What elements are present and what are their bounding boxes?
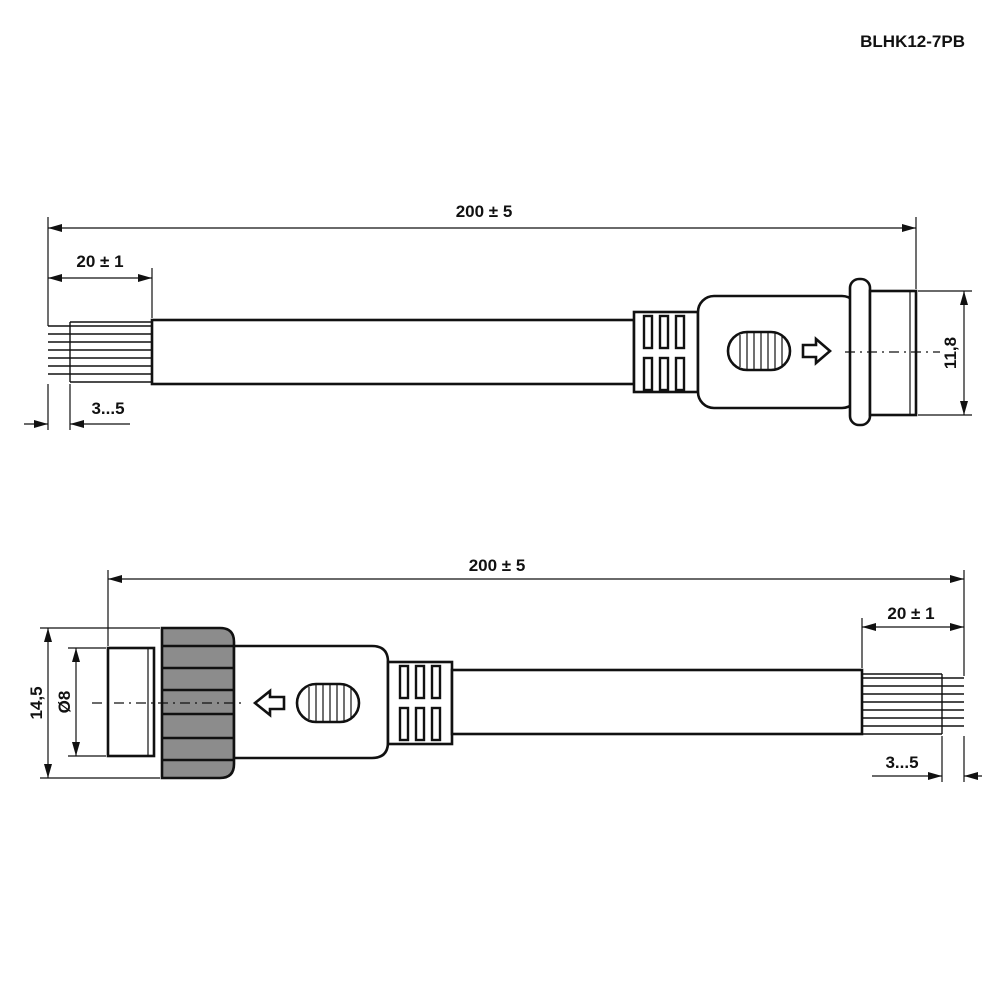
top-wire-ends [48,321,152,383]
bottom-socket-diameter-label: Ø8 [55,691,74,714]
bottom-cable-jacket [450,668,864,736]
top-thread-height-label: 11,8 [941,337,960,369]
top-threaded-end [868,289,918,417]
bottom-wire-end-label: 3...5 [885,753,918,772]
top-view-male-connector [48,277,940,427]
bottom-total-length-label: 200 ± 5 [469,556,526,575]
bottom-wire-ends [862,673,964,735]
bottom-nut-height-label: 14,5 [27,686,46,719]
top-wire-end-label: 3...5 [91,399,124,418]
bottom-grip-pad [295,682,361,724]
top-cable-jacket [150,318,636,386]
part-number: BLHK12-7PB [860,32,965,51]
top-grip-pad [726,330,792,372]
top-strain-relief-ribs [642,314,686,392]
bottom-coupling-nut [160,626,236,780]
bottom-nut-knurl-lines [162,644,234,762]
bottom-dimensions: 200 ± 5 20 ± 1 3...5 14,5 Ø8 [27,556,982,782]
top-total-length-label: 200 ± 5 [456,202,513,221]
top-strip-length-label: 20 ± 1 [76,252,123,271]
bottom-strain-relief-ribs [398,664,442,742]
bottom-strip-length-label: 20 ± 1 [887,604,934,623]
bottom-socket-sleeve [106,646,156,758]
top-dimensions: 200 ± 5 20 ± 1 3...5 11,8 [24,202,972,430]
bottom-view-female-connector [92,626,964,780]
bottom-direction-arrow-icon [252,688,286,718]
top-direction-arrow-icon [801,336,832,366]
